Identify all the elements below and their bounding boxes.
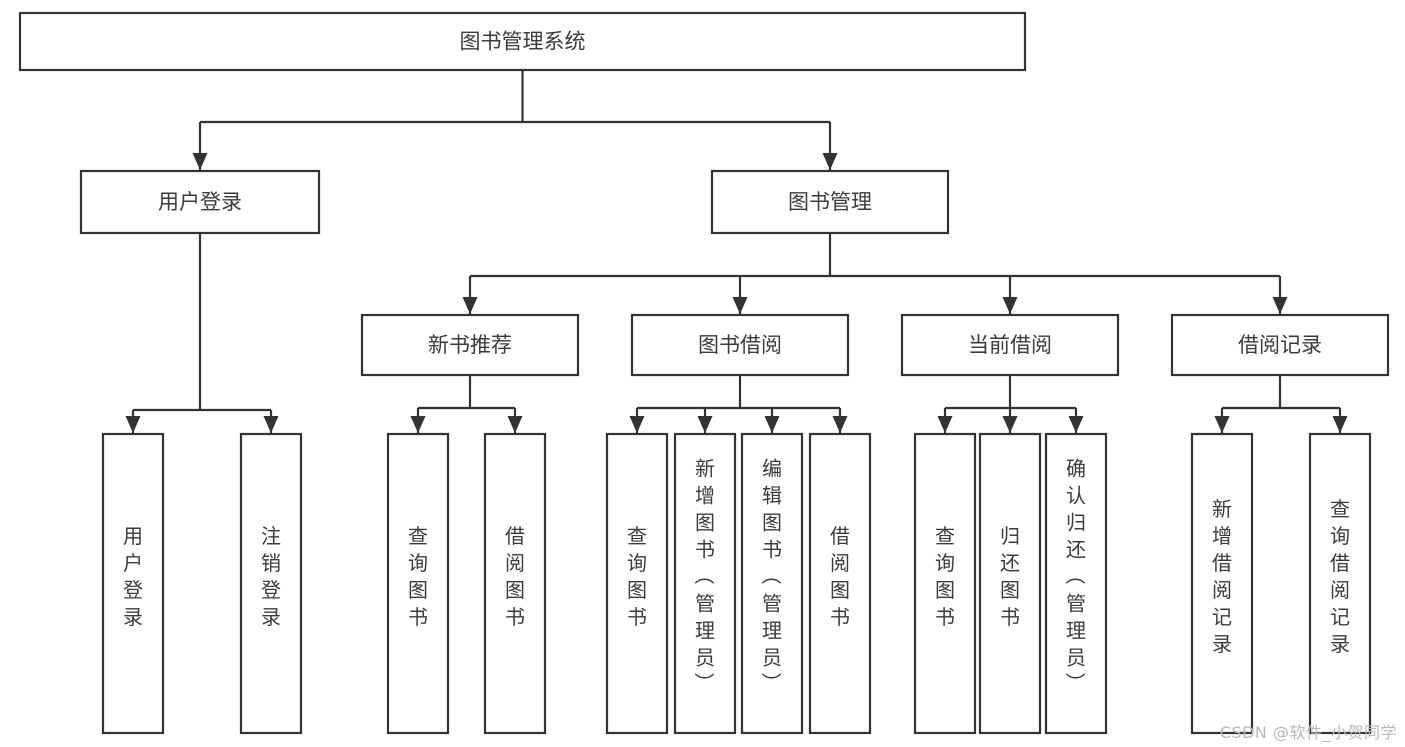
connector-arrowhead [192, 153, 208, 170]
node-label: 借阅记录 [1238, 333, 1322, 357]
node-label: 借阅图书 [830, 524, 850, 629]
connector-arrowhead [1002, 297, 1018, 314]
node-leaf-新增图书管理员[interactable]: 新增图书（管理员） [673, 432, 737, 735]
node-box [978, 432, 1042, 735]
node-box [101, 432, 165, 735]
node-box [673, 432, 737, 735]
node-box [900, 313, 1120, 377]
connector-arrowhead [822, 153, 838, 170]
node-label: 新增图书（管理员） [694, 457, 715, 697]
node-box [913, 432, 977, 735]
connector-arrowhead [462, 297, 478, 314]
node-box [605, 432, 669, 735]
node-label: 归还图书 [1000, 524, 1020, 629]
node-level2-图书管理[interactable]: 图书管理 [710, 169, 950, 235]
node-label: 查询图书 [627, 524, 647, 629]
node-box [1170, 313, 1390, 377]
node-box [79, 169, 321, 235]
node-label: 图书借阅 [698, 333, 782, 357]
node-level3-新书推荐[interactable]: 新书推荐 [360, 313, 580, 377]
node-label: 用户登录 [123, 524, 143, 629]
node-leaf-编辑图书管理员[interactable]: 编辑图书（管理员） [740, 432, 804, 735]
node-label: 当前借阅 [968, 333, 1052, 357]
node-box [740, 432, 804, 735]
node-level3-当前借阅[interactable]: 当前借阅 [900, 313, 1120, 377]
node-leaf-注销登录[interactable]: 注销登录 [239, 432, 303, 735]
node-leaf-借阅图书[interactable]: 借阅图书 [483, 432, 547, 735]
connector-arrowhead [410, 416, 426, 433]
node-label: 查询图书 [408, 524, 428, 629]
node-leaf-归还图书[interactable]: 归还图书 [978, 432, 1042, 735]
node-label: 借阅图书 [505, 524, 525, 629]
connector-arrowhead [125, 416, 141, 433]
connector-arrowhead [507, 416, 523, 433]
node-label: 用户登录 [158, 190, 242, 214]
nodes-layer: 图书管理系统用户登录图书管理新书推荐图书借阅当前借阅借阅记录用户登录注销登录查询… [18, 11, 1390, 735]
connector-arrowhead [832, 416, 848, 433]
node-box [710, 169, 950, 235]
node-level3-借阅记录[interactable]: 借阅记录 [1170, 313, 1390, 377]
connector-arrowhead [1214, 416, 1230, 433]
node-label: 确认归还（管理员） [1065, 457, 1086, 697]
node-box [1190, 432, 1254, 735]
connector-arrowhead [1272, 297, 1288, 314]
connector-arrowhead [629, 416, 645, 433]
node-leaf-查询图书[interactable]: 查询图书 [605, 432, 669, 735]
connector-arrowhead [764, 416, 780, 433]
connector-arrowhead [732, 297, 748, 314]
node-label: 图书管理 [788, 190, 872, 214]
node-box [808, 432, 872, 735]
connector-arrowhead [697, 416, 713, 433]
connector-arrowhead [263, 416, 279, 433]
node-box [239, 432, 303, 735]
node-root-图书管理系统[interactable]: 图书管理系统 [18, 11, 1027, 72]
connector-arrowhead [1002, 416, 1018, 433]
node-level2-用户登录[interactable]: 用户登录 [79, 169, 321, 235]
node-label: 图书管理系统 [460, 30, 586, 54]
node-label: 查询借阅记录 [1330, 497, 1350, 656]
node-leaf-查询图书[interactable]: 查询图书 [386, 432, 450, 735]
node-level3-图书借阅[interactable]: 图书借阅 [630, 313, 850, 377]
node-leaf-查询借阅记录[interactable]: 查询借阅记录 [1308, 432, 1372, 735]
node-leaf-确认归还管理员[interactable]: 确认归还（管理员） [1044, 432, 1108, 735]
node-box [483, 432, 547, 735]
node-leaf-新增借阅记录[interactable]: 新增借阅记录 [1190, 432, 1254, 735]
connector-arrowhead [1068, 416, 1084, 433]
node-leaf-查询图书[interactable]: 查询图书 [913, 432, 977, 735]
node-box [360, 313, 580, 377]
node-leaf-借阅图书[interactable]: 借阅图书 [808, 432, 872, 735]
node-label: 注销登录 [261, 524, 281, 629]
node-box [1308, 432, 1372, 735]
node-label: 编辑图书（管理员） [761, 457, 782, 697]
csdn-watermark: CSDN @软件_小贺同学 [1219, 723, 1397, 742]
node-box [18, 11, 1027, 72]
node-leaf-用户登录[interactable]: 用户登录 [101, 432, 165, 735]
node-label: 查询图书 [935, 524, 955, 629]
node-box [630, 313, 850, 377]
connector-arrowhead [937, 416, 953, 433]
node-label: 新增借阅记录 [1212, 497, 1232, 656]
node-label: 新书推荐 [428, 333, 512, 357]
node-box [1044, 432, 1108, 735]
connectors-layer [125, 70, 1348, 433]
connector-arrowhead [1332, 416, 1348, 433]
node-box [386, 432, 450, 735]
